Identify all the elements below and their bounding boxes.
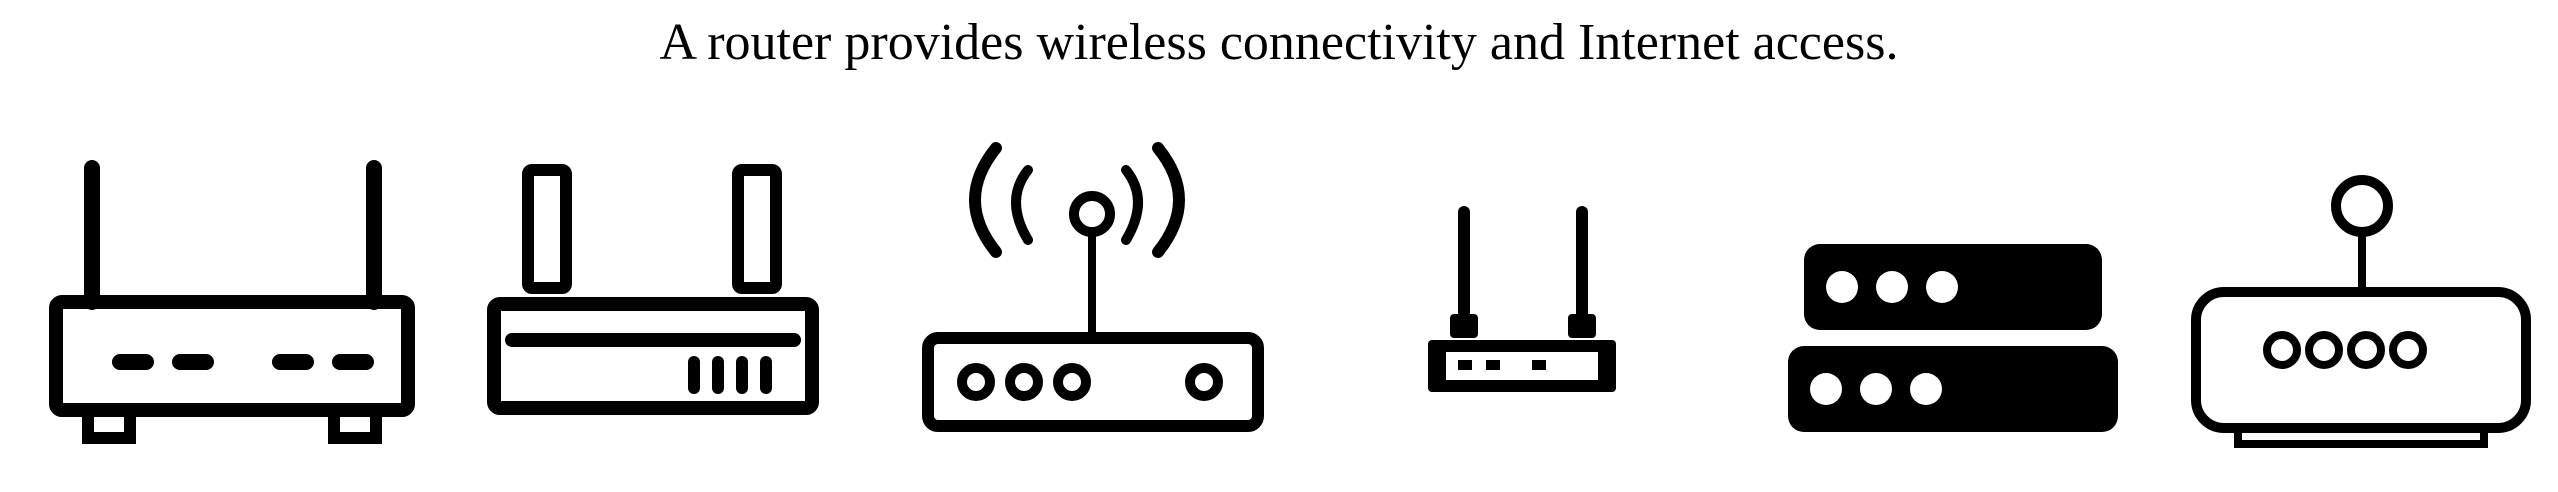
stacked-server-icon xyxy=(1788,244,2118,432)
router-two-antennas-icon xyxy=(49,160,415,444)
small-router-icon xyxy=(1428,206,1616,392)
caption-text: A router provides wireless connectivity … xyxy=(659,14,1899,71)
modem-round-antenna-icon xyxy=(2191,175,2531,448)
wifi-router-signal-icon xyxy=(922,142,1264,432)
router-flat-antennas-icon xyxy=(487,164,819,415)
